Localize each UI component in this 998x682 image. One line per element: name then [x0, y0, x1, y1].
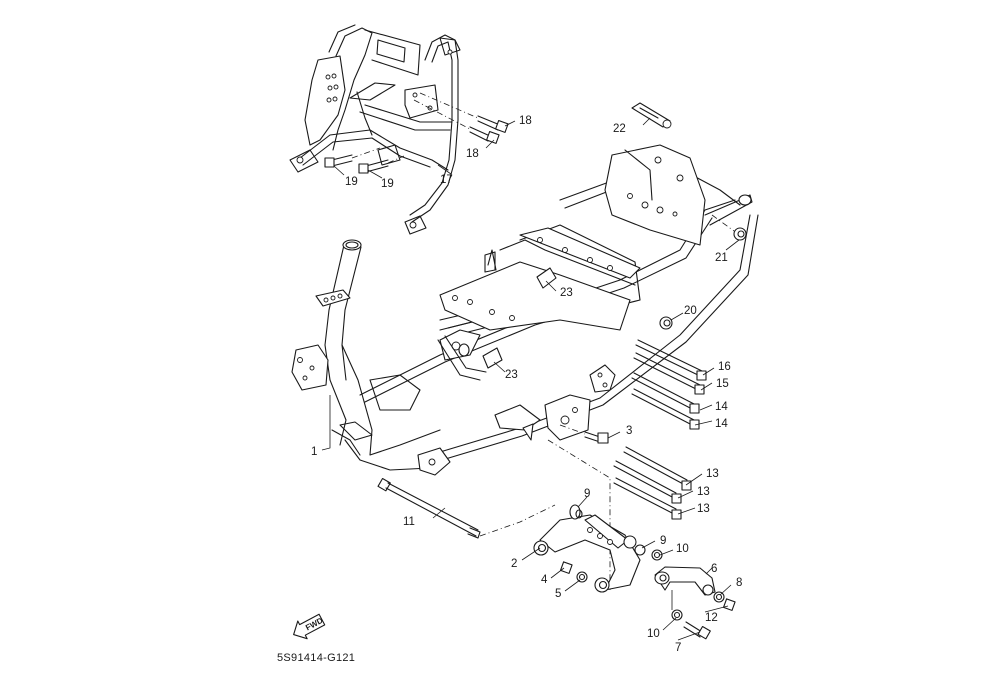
- damper-20: [659, 316, 673, 330]
- damper-21: [711, 214, 747, 241]
- callout-17: 17: [440, 174, 453, 186]
- callout-5: 5: [555, 588, 561, 600]
- bolt-3: [559, 424, 609, 444]
- forward-arrow-icon: FWD: [293, 613, 326, 640]
- callout-19-b: 19: [381, 178, 394, 190]
- clamp-22: [631, 102, 672, 129]
- callout-19-a: 19: [345, 176, 358, 188]
- nut-12: [722, 598, 736, 611]
- carrier-frame-17: [289, 24, 461, 235]
- leader-lines: [321, 117, 740, 641]
- bolt-11: [377, 477, 556, 539]
- callout-18-a: 18: [519, 115, 532, 127]
- callout-9-lower: 9: [660, 535, 666, 547]
- callout-16: 16: [718, 361, 731, 373]
- callout-13-b: 13: [697, 486, 710, 498]
- bolts-19: [324, 147, 405, 174]
- callout-7: 7: [675, 642, 681, 654]
- callout-12: 12: [705, 612, 718, 624]
- callout-10-upper: 10: [676, 543, 689, 555]
- figure-code: 5S91414-G121: [277, 652, 355, 664]
- nut-4: [559, 561, 573, 574]
- callout-2: 2: [511, 558, 517, 570]
- callout-3: 3: [626, 425, 632, 437]
- callout-13-a: 13: [706, 468, 719, 480]
- washer-10-upper: [651, 549, 663, 561]
- callout-1: 1: [311, 446, 317, 458]
- cable-ties: [613, 339, 707, 520]
- callout-22: 22: [613, 123, 626, 135]
- callout-18-b: 18: [466, 148, 479, 160]
- callout-20: 20: [684, 305, 697, 317]
- callout-14-b: 14: [715, 418, 728, 430]
- callout-6: 6: [711, 563, 717, 575]
- washer-5: [576, 571, 588, 583]
- callout-21: 21: [715, 252, 728, 264]
- callout-labels: 1 2 3 4 5 6 7 8 9 9 10 10 11 12 13 13 13…: [311, 115, 742, 654]
- callout-4: 4: [541, 574, 548, 586]
- assembly-axis-line: [547, 439, 611, 590]
- callout-10-lower: 10: [647, 628, 660, 640]
- engine-bracket-2: [533, 504, 646, 593]
- washer-8: [713, 591, 725, 603]
- link-6: [654, 566, 716, 596]
- callout-15: 15: [716, 378, 729, 390]
- callout-11: 11: [403, 516, 415, 528]
- callout-9-upper: 9: [584, 488, 590, 500]
- callout-13-c: 13: [697, 503, 710, 515]
- bolts-18: [413, 92, 509, 144]
- washer-10-lower: [671, 590, 683, 621]
- callout-23-a: 23: [560, 287, 573, 299]
- bolt-7: [683, 621, 711, 640]
- callout-23-b: 23: [505, 369, 518, 381]
- main-frame-1: [291, 144, 759, 476]
- callout-14-a: 14: [715, 401, 728, 413]
- callout-8: 8: [736, 577, 742, 589]
